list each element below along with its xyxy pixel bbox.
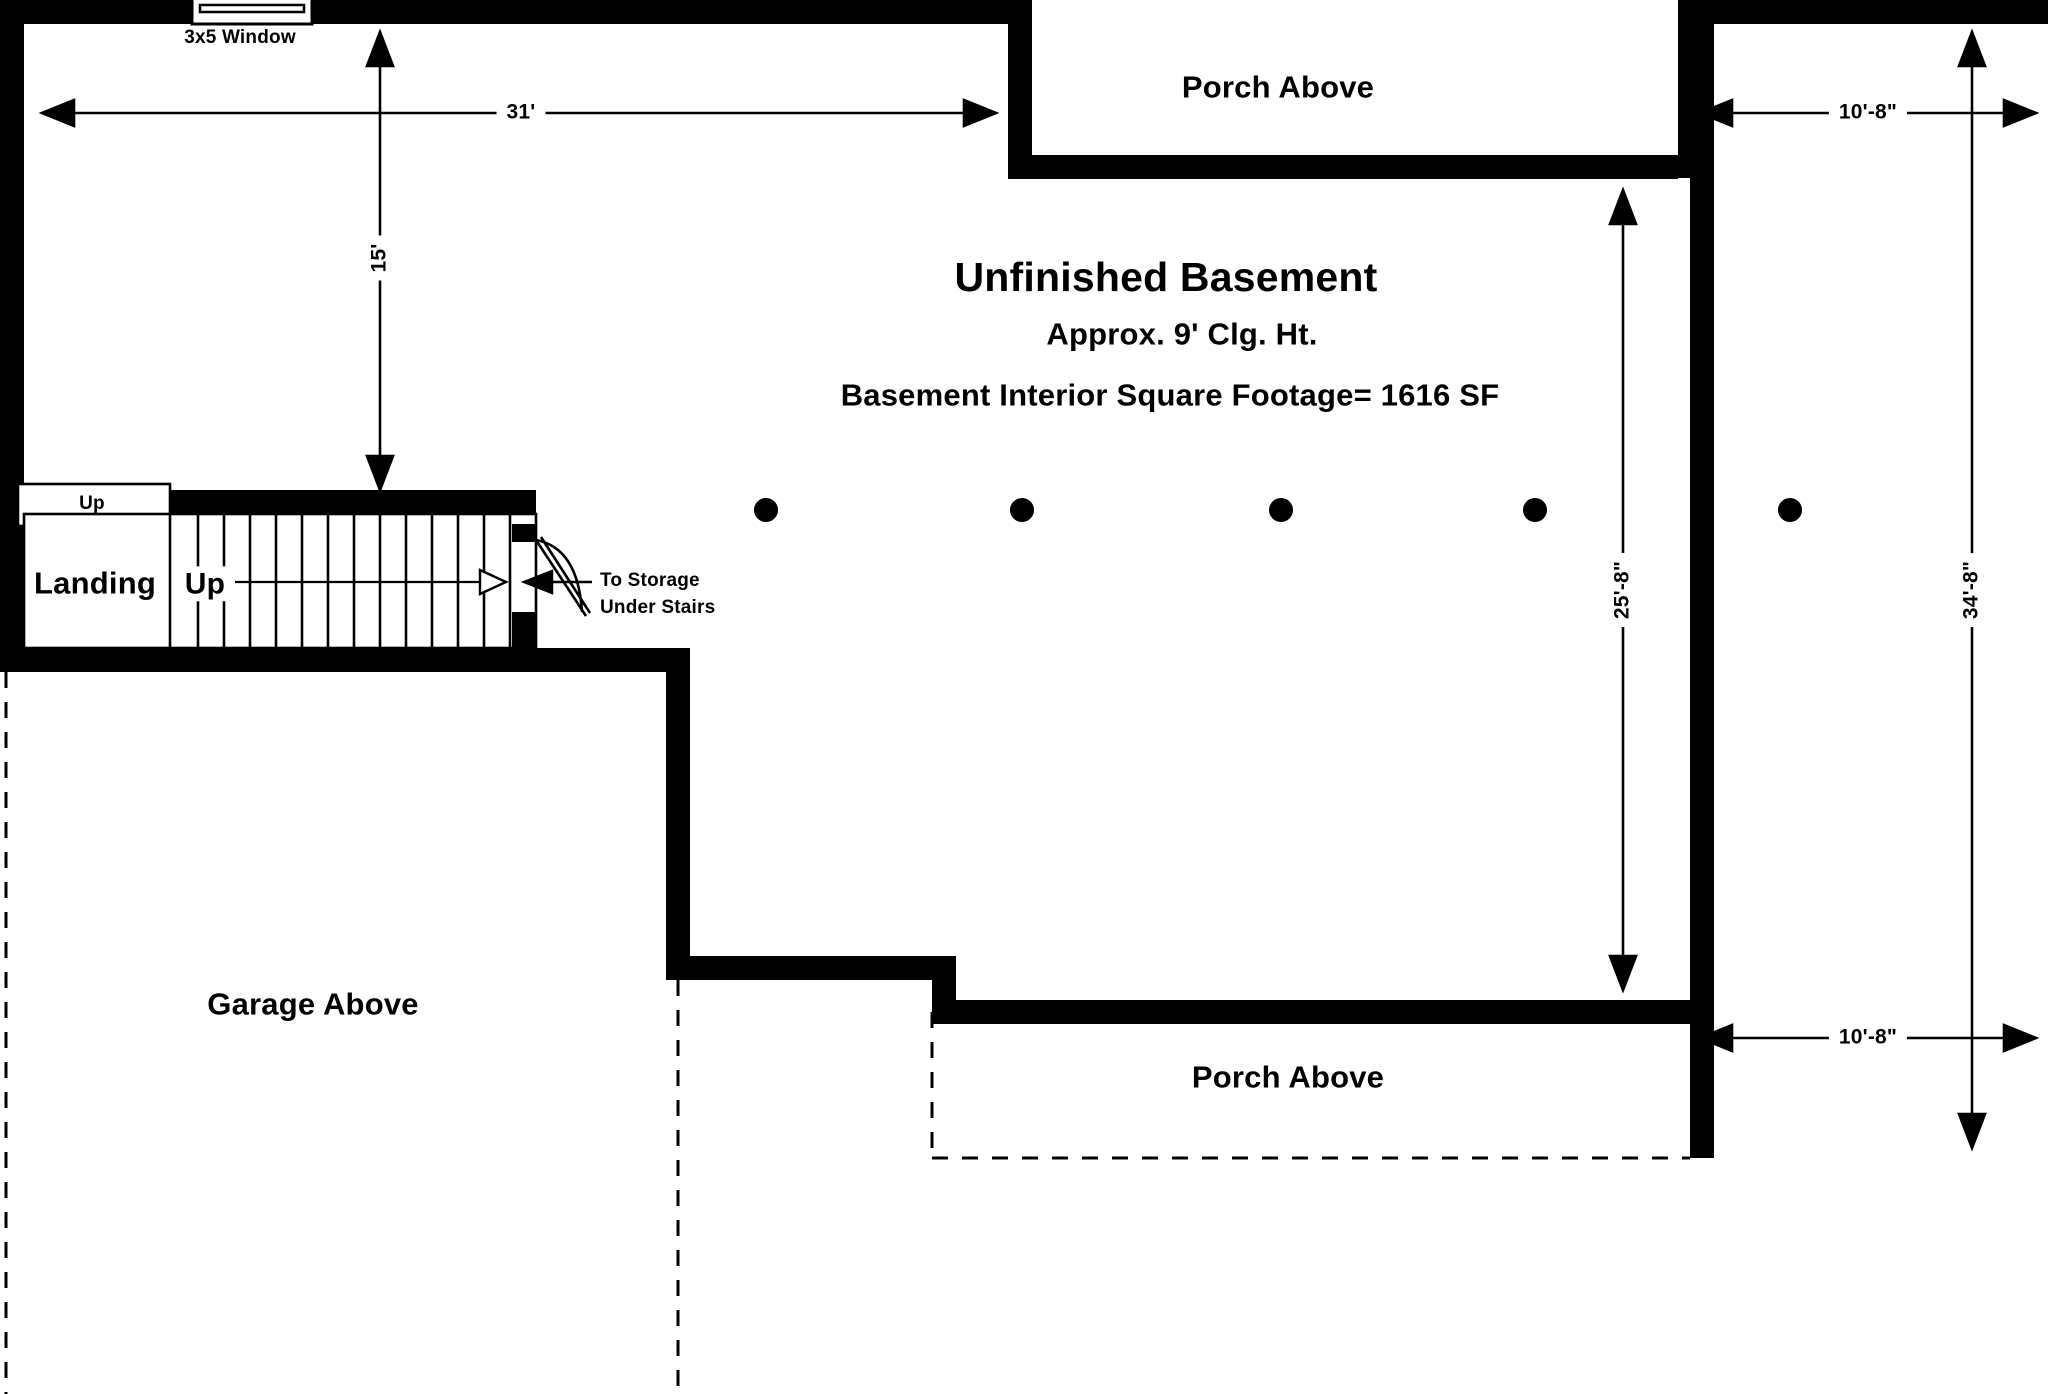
wall-bottom-porch-top [932, 1000, 1714, 1024]
dimension-34-8: 34'-8" [1959, 552, 1985, 628]
wall-garage-step-horizontal [666, 956, 956, 980]
garage-above-outline [4, 672, 1690, 1394]
wall-bottom-left [0, 648, 690, 672]
stair-up-top-label: Up [79, 492, 105, 514]
stair-wall-top [170, 490, 536, 514]
wall-porch-bottom [1008, 155, 1678, 179]
room-label-landing: Landing [34, 565, 156, 601]
stair-direction-arrow [235, 568, 509, 596]
wall-porch-left-jamb [1008, 0, 1032, 178]
column-dot [1010, 498, 1034, 522]
storage-note-line2: Under Stairs [600, 597, 716, 618]
room-label-porch-above-top: Porch Above [1181, 69, 1375, 105]
stair-assembly [16, 482, 592, 672]
dimension-15: 15' [367, 235, 393, 281]
basement-walls [0, 0, 2048, 1158]
column-dot [1778, 498, 1802, 522]
column-dot [1523, 498, 1547, 522]
dimension-25-8: 25'-8" [1610, 552, 1636, 628]
storage-door-swing [534, 536, 592, 617]
wall-garage-step-vertical [666, 648, 690, 980]
dimension-lines [38, 28, 2040, 1152]
wall-right-exterior [1690, 0, 1714, 1158]
stair-up-run-label: Up [178, 566, 232, 602]
wall-top-left [0, 0, 1020, 24]
structural-columns [754, 498, 1802, 522]
wall-left-exterior [0, 0, 24, 672]
dimension-10-8-bottom: 10'-8" [1828, 1025, 1908, 1051]
storage-door-jamb-top [512, 524, 536, 542]
square-footage-note: Basement Interior Square Footage= 1616 S… [840, 377, 1500, 413]
page-title: Unfinished Basement [954, 253, 1378, 300]
dimension-31: 31' [496, 100, 546, 126]
room-label-garage-above: Garage Above [207, 986, 419, 1022]
column-dot [1269, 498, 1293, 522]
storage-door-jamb-bottom [512, 612, 536, 648]
column-dot [754, 498, 778, 522]
storage-note-line1: To Storage [600, 570, 700, 591]
ceiling-height-note: Approx. 9' Clg. Ht. [1046, 316, 1318, 352]
dimension-10-8-top: 10'-8" [1828, 100, 1908, 126]
wall-top-right [1678, 0, 2048, 24]
window-symbol-3x5 [190, 0, 314, 26]
window-label: 3x5 Window [184, 26, 296, 48]
wall-bottom-right-close [1690, 1000, 1714, 1158]
room-label-porch-above-bottom: Porch Above [1191, 1059, 1385, 1095]
storage-leader [520, 569, 592, 595]
